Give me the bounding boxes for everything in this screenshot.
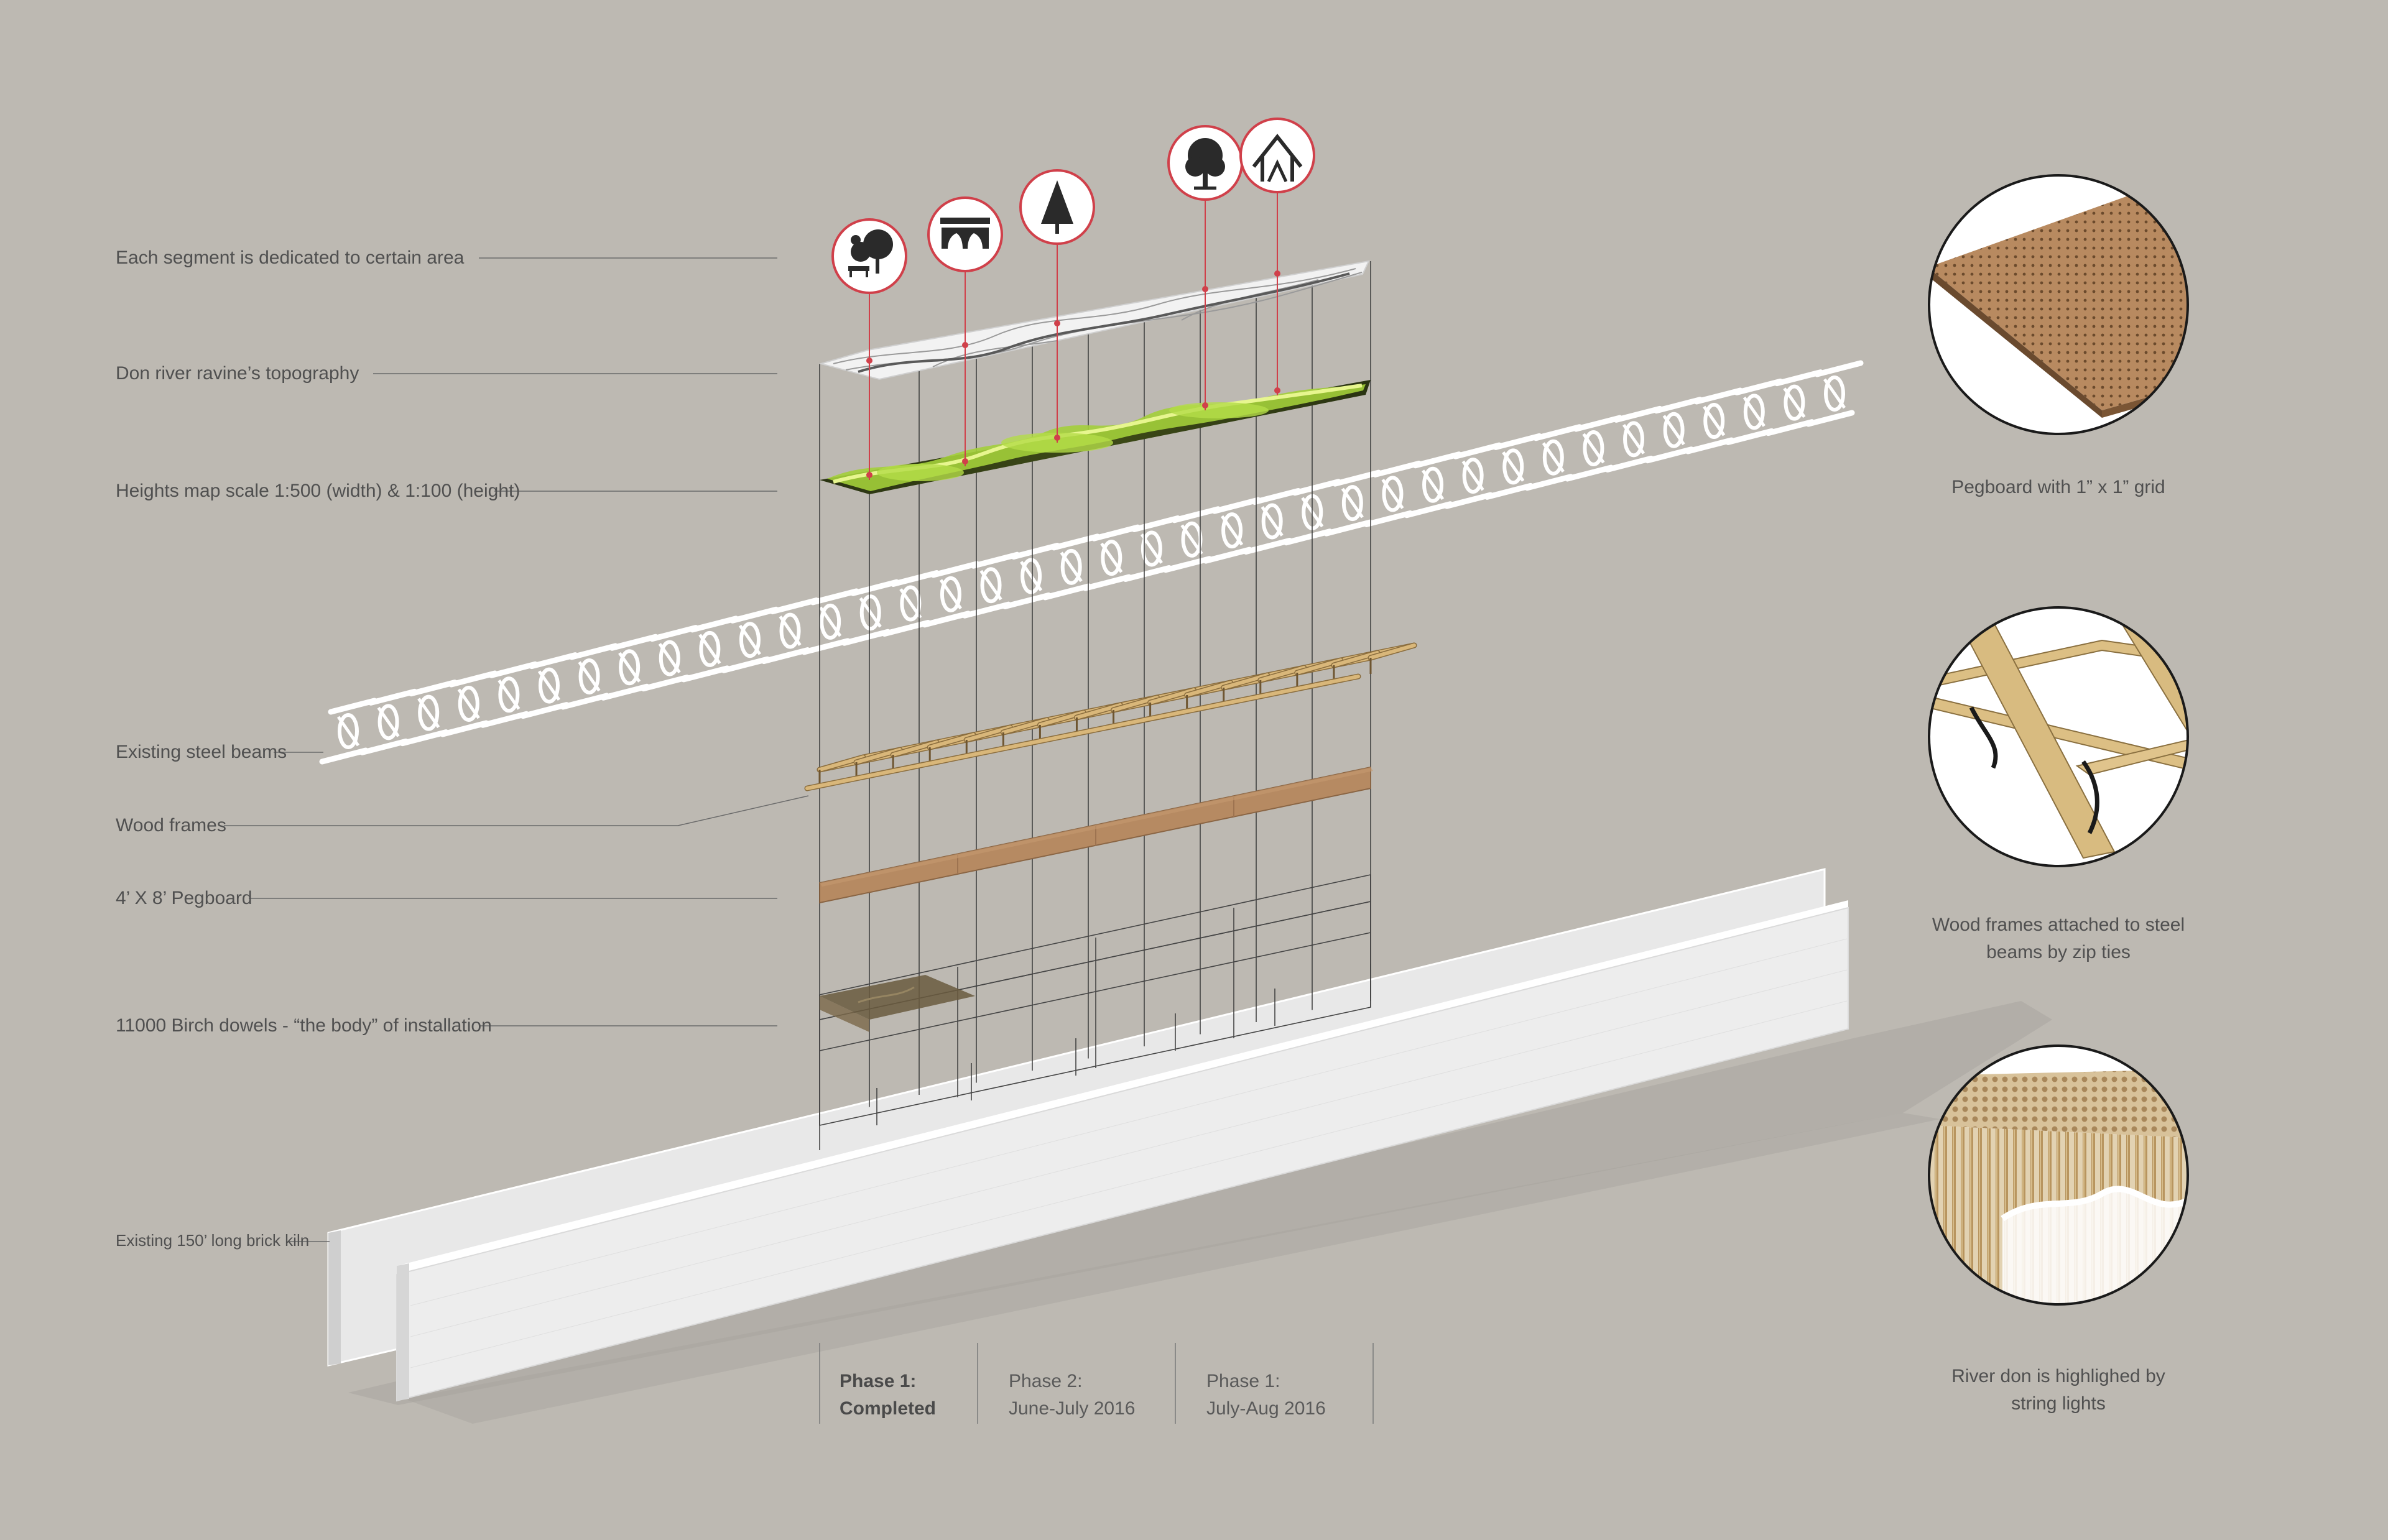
label-steel-beams: Existing steel beams bbox=[116, 742, 287, 762]
bridge-icon bbox=[927, 196, 1003, 272]
steel-beam bbox=[1243, 487, 1302, 555]
caption-dowels: River don is highlighed by string lights bbox=[1897, 1363, 2220, 1418]
connector-dot bbox=[962, 342, 968, 348]
label-pegboard: 4’ X 8’ Pegboard bbox=[116, 888, 252, 908]
steel-beam bbox=[1444, 442, 1502, 509]
phase-3-title: Phase 1: bbox=[1206, 1371, 1280, 1391]
connector-dot bbox=[1274, 270, 1280, 277]
steel-beam bbox=[1564, 415, 1622, 482]
phase-2: Phase 2: June-July 2016 bbox=[1009, 1368, 1135, 1422]
steel-beam bbox=[1122, 515, 1181, 582]
dowel-volume bbox=[819, 874, 1371, 1126]
steel-beam bbox=[962, 551, 1020, 619]
house-icon bbox=[1239, 118, 1315, 193]
connector-dot bbox=[1054, 320, 1060, 326]
steel-beam bbox=[721, 606, 779, 673]
steel-beam bbox=[1805, 360, 1864, 427]
caption-wood-frames-line1: Wood frames attached to steel bbox=[1932, 915, 2185, 935]
phase-1-completed: Phase 1: Completed bbox=[840, 1368, 936, 1422]
label-segments: Each segment is dedicated to certain are… bbox=[116, 247, 465, 268]
brick-kiln bbox=[327, 868, 1849, 1402]
caption-pegboard-line1: Pegboard with 1” x 1” grid bbox=[1951, 477, 2165, 497]
steel-beams bbox=[319, 360, 1864, 765]
steel-beam bbox=[761, 597, 820, 665]
phase-3: Phase 1: July-Aug 2016 bbox=[1206, 1368, 1326, 1422]
steel-beam bbox=[600, 634, 659, 701]
dowel-sample bbox=[820, 975, 975, 1032]
steel-beam bbox=[1002, 543, 1060, 610]
steel-beam bbox=[1604, 405, 1663, 473]
steel-beam bbox=[560, 643, 619, 710]
park-icon bbox=[831, 218, 907, 294]
connector-dot bbox=[1202, 286, 1208, 292]
wood-frames bbox=[804, 642, 1417, 791]
label-topography: Don river ravine’s topography bbox=[116, 363, 359, 384]
steel-beam bbox=[801, 588, 859, 655]
caption-wood-frames-line2: beams by zip ties bbox=[1986, 942, 2131, 962]
phase-3-dates: July-Aug 2016 bbox=[1206, 1398, 1326, 1419]
area-icons bbox=[831, 118, 1315, 294]
heights-map bbox=[820, 380, 1371, 494]
topography-map bbox=[818, 260, 1370, 380]
steel-beam bbox=[641, 625, 699, 692]
label-dowels: 11000 Birch dowels - “the body” of insta… bbox=[116, 1015, 492, 1036]
steel-beam bbox=[1404, 451, 1462, 519]
steel-beam bbox=[1042, 533, 1101, 601]
pegboard-sheets bbox=[819, 766, 1373, 904]
area-connectors bbox=[866, 192, 1280, 480]
steel-beam bbox=[520, 652, 578, 719]
steel-beam bbox=[319, 698, 377, 765]
connector-dot bbox=[866, 357, 872, 364]
steel-beam bbox=[1162, 506, 1221, 573]
steel-beam bbox=[1323, 469, 1382, 537]
steel-beam bbox=[1725, 378, 1784, 445]
connector-dot bbox=[866, 472, 872, 478]
connector-dot bbox=[962, 458, 968, 464]
detail-pegboard bbox=[1928, 174, 2189, 435]
forest-icon bbox=[1167, 125, 1243, 201]
caption-dowels-line2: string lights bbox=[2011, 1393, 2106, 1414]
steel-beam bbox=[841, 579, 900, 646]
leader-lines bbox=[224, 257, 809, 1242]
steel-beam bbox=[1685, 387, 1743, 454]
connector-dot bbox=[1274, 387, 1280, 394]
caption-dowels-line1: River don is highlighed by bbox=[1951, 1366, 2165, 1386]
steel-beam bbox=[1484, 433, 1542, 500]
steel-beam bbox=[399, 680, 458, 747]
steel-beam bbox=[922, 561, 980, 628]
steel-beam bbox=[1082, 524, 1141, 591]
phase-1-status: Completed bbox=[840, 1398, 937, 1419]
caption-wood-frames: Wood frames attached to steel beams by z… bbox=[1897, 911, 2220, 966]
connector-dot bbox=[1202, 402, 1208, 408]
steel-beam bbox=[1645, 397, 1703, 464]
steel-beam bbox=[479, 661, 538, 728]
steel-beam bbox=[1765, 369, 1823, 436]
steel-beam bbox=[1203, 497, 1261, 564]
detail-wood-frames bbox=[1928, 606, 2189, 867]
steel-beam bbox=[1363, 460, 1422, 527]
label-kiln: Existing 150’ long brick kiln bbox=[116, 1231, 310, 1250]
steel-beam bbox=[680, 616, 739, 683]
tree-icon bbox=[1019, 169, 1095, 245]
label-wood-frames: Wood frames bbox=[116, 815, 226, 836]
phase-2-title: Phase 2: bbox=[1009, 1371, 1083, 1391]
detail-dowels bbox=[1928, 1044, 2189, 1306]
caption-pegboard: Pegboard with 1” x 1” grid bbox=[1897, 474, 2220, 501]
phase-2-dates: June-July 2016 bbox=[1009, 1398, 1136, 1419]
phase-1-title: Phase 1: bbox=[840, 1371, 917, 1391]
steel-beam bbox=[1524, 424, 1583, 491]
connector-dot bbox=[1054, 435, 1060, 441]
steel-beam bbox=[359, 688, 418, 755]
phase-dividers bbox=[819, 1343, 1374, 1424]
steel-beam bbox=[440, 670, 498, 737]
steel-beam bbox=[881, 570, 940, 637]
label-heights-map: Heights map scale 1:500 (width) & 1:100 … bbox=[116, 481, 521, 501]
